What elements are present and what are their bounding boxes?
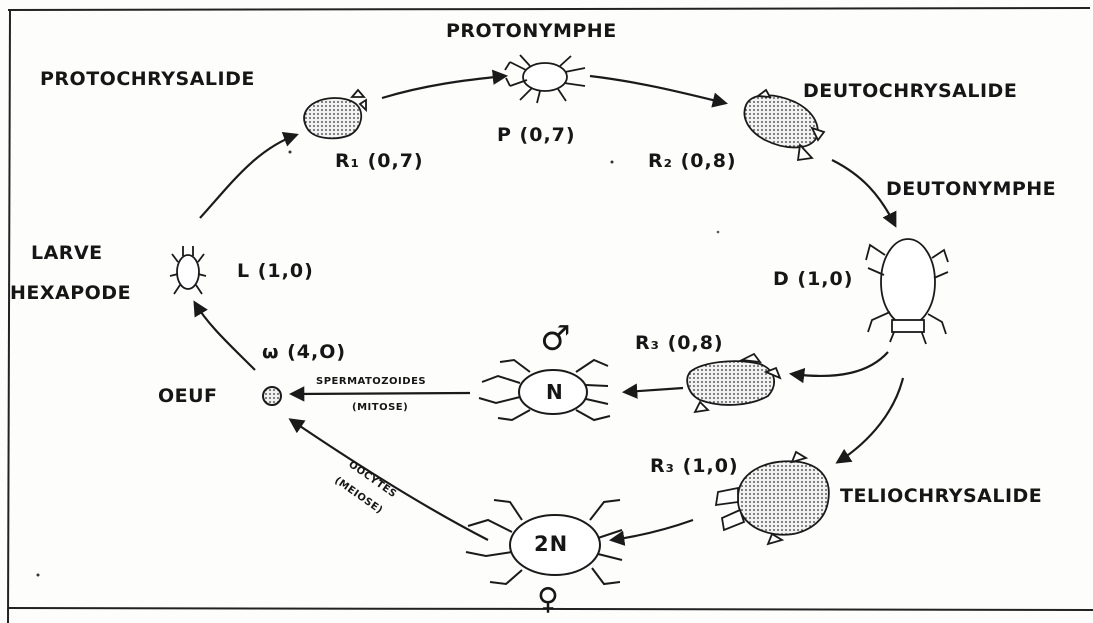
arrow-oeuf-to-larve xyxy=(195,303,255,370)
stage-label-oeuf: OEUF xyxy=(158,387,218,406)
code-protochrysalide: R₁ (0,7) xyxy=(335,152,424,171)
arrow-protonymphe-to-deutochrysalide xyxy=(590,76,725,103)
code-larve: L (1,0) xyxy=(237,262,314,281)
male-symbol-icon: ♂ xyxy=(540,322,570,356)
protonymphe-mite-icon xyxy=(505,55,585,103)
deutonymphe-mite-icon xyxy=(866,239,948,344)
larve-hexapode-mite-icon xyxy=(170,246,206,294)
egg-icon xyxy=(263,387,281,405)
stage-label-deutochrysalide: DEUTOCHRYSALIDE xyxy=(803,82,1017,101)
stage-label-protonymphe: PROTONYMPHE xyxy=(446,22,617,41)
stage-label-hexapode: HEXAPODE xyxy=(10,284,131,303)
arrow-larve-to-protochrysalide xyxy=(200,135,296,218)
arrow-deutonymphe-to-teliochrysalide xyxy=(838,378,903,462)
male-adult-mite-icon xyxy=(479,360,610,420)
code-r3-upper: R₃ (0,8) xyxy=(635,334,724,353)
male-chromosome-label: N xyxy=(546,382,564,402)
arrow-deutonymphe-to-r3-male xyxy=(792,352,888,376)
arrow-male-to-oeuf xyxy=(292,393,470,394)
annotation-mitose: (MITOSE) xyxy=(352,403,408,413)
code-deutonymphe: D (1,0) xyxy=(773,270,853,289)
stage-label-protochrysalide: PROTOCHRYSALIDE xyxy=(40,70,255,89)
arrow-protochrysalide-to-protonymphe xyxy=(382,76,505,98)
r3-upper-mite-icon xyxy=(687,354,780,412)
stage-label-teliochrysalide: TELIOCHRYSALIDE xyxy=(840,487,1042,506)
protochrysalide-mite-icon xyxy=(304,90,366,138)
stage-label-larve: LARVE xyxy=(31,244,103,263)
arrow-teliochrysalide-to-female xyxy=(612,520,693,540)
female-chromosome-label: 2N xyxy=(534,534,568,555)
code-oeuf: ω (4,O) xyxy=(262,343,346,362)
female-symbol-icon: ♀ xyxy=(537,585,559,615)
arrow-r3-to-male xyxy=(625,388,683,392)
frame-top xyxy=(8,8,1090,10)
code-protonymphe: P (0,7) xyxy=(497,126,576,145)
arrow-female-to-oeuf xyxy=(291,420,488,540)
stage-label-deutonymphe: DEUTONYMPHE xyxy=(886,180,1056,199)
code-deutochrysalide: R₂ (0,8) xyxy=(648,152,737,171)
code-r3-lower: R₃ (1,0) xyxy=(650,457,739,476)
annotation-spermatozoides: SPERMATOZOIDES xyxy=(316,377,426,387)
frame-left xyxy=(8,10,10,623)
